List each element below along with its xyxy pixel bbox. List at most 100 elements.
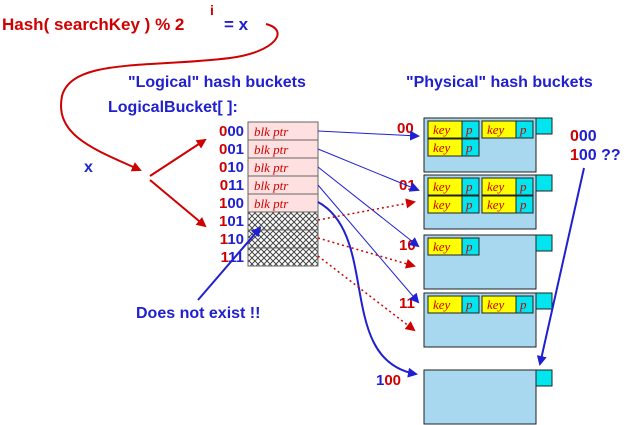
entry-ptr-text: p <box>519 122 527 137</box>
logical-row-index: 010 <box>219 159 244 176</box>
arrow-011-to-b11 <box>317 184 420 304</box>
formula-text: Hash( searchKey ) % 2 <box>2 15 184 34</box>
blk-ptr-text: blk ptr <box>254 196 289 211</box>
entry-ptr-cell <box>461 120 480 139</box>
entry-key-text: key <box>487 197 505 212</box>
bucket-overflow-tab <box>535 369 553 387</box>
logical-row-index: 011 <box>220 177 244 194</box>
logical-array-label: LogicalBucket[ ]: <box>108 99 238 116</box>
physical-bucket-list: keypkeypkeyp00keypkeypkeypkeyp01keyp10ke… <box>376 117 553 425</box>
logical-title: "Logical" hash buckets <box>128 74 306 91</box>
entry-ptr-cell <box>515 120 534 139</box>
logical-row: 101 <box>219 211 319 231</box>
formula-superscript: i <box>210 2 214 18</box>
entry-ptr-cell <box>515 177 534 196</box>
entry-ptr-cell <box>461 295 480 314</box>
physical-bucket: 100 <box>376 369 553 425</box>
entry-ptr-cell <box>515 195 534 214</box>
entry-key-text: key <box>433 197 451 212</box>
side-note-line1: 000 <box>570 128 597 145</box>
logical-row-index: 000 <box>219 123 244 140</box>
entry-key-text: key <box>433 140 451 155</box>
x-arrow-down <box>149 179 207 228</box>
bucket-overflow-tab <box>535 292 553 310</box>
physical-bucket-label: 00 <box>397 120 414 137</box>
entry-key-text: key <box>433 122 451 137</box>
logical-row: 110 <box>220 229 319 249</box>
logical-row: 000 blk ptr <box>219 121 319 141</box>
physical-bucket-label: 100 <box>376 372 401 389</box>
entry-ptr-text: p <box>465 239 473 254</box>
entry-key-text: key <box>433 297 451 312</box>
entry-ptr-text: p <box>465 140 473 155</box>
blk-ptr-text: blk ptr <box>254 142 289 157</box>
dotted-101 <box>317 198 416 221</box>
logical-bucket-table: 000 blk ptr 001 blk ptr 010 blk ptr 011 blk ptr… <box>219 121 319 267</box>
arrow-010-to-b10 <box>317 166 420 248</box>
entry-ptr-cell <box>461 195 480 214</box>
entry-ptr-text: p <box>519 297 527 312</box>
dotted-111 <box>317 255 416 332</box>
does-not-exist-arrow <box>197 226 262 301</box>
entry-ptr-text: p <box>465 179 473 194</box>
entry-key-text: key <box>487 122 505 137</box>
x-arrow-up <box>149 138 207 177</box>
logical-row: 010 blk ptr <box>219 157 319 177</box>
entry-ptr-text: p <box>519 179 527 194</box>
arrow-001-to-b01 <box>317 148 420 192</box>
bucket-overflow-tab <box>535 174 553 192</box>
entry-ptr-text: p <box>465 197 473 212</box>
logical-cell-missing <box>247 247 319 267</box>
logical-row: 100 blk ptr <box>219 193 319 213</box>
entry-key-text: key <box>433 239 451 254</box>
bucket-block <box>423 369 537 425</box>
physical-bucket: keypkeypkeypkeyp01 <box>399 174 553 230</box>
logical-row-index: 110 <box>220 231 244 248</box>
logical-row: 011 blk ptr <box>220 175 319 195</box>
physical-bucket-label: 10 <box>399 237 416 254</box>
blk-ptr-text: blk ptr <box>254 178 289 193</box>
logical-row-index: 001 <box>219 141 244 158</box>
blk-ptr-text: blk ptr <box>254 160 289 175</box>
logical-cell-missing <box>247 229 319 249</box>
physical-title: "Physical" hash buckets <box>406 74 593 91</box>
side-note-line2: 100 ?? <box>570 147 621 164</box>
entry-key-text: key <box>433 179 451 194</box>
pointer-arrows <box>317 130 420 378</box>
logical-cell-missing <box>247 211 319 231</box>
bucket-overflow-tab <box>535 117 553 135</box>
formula-curve <box>60 23 279 172</box>
logical-row-index: 100 <box>219 195 244 212</box>
dotted-110 <box>317 237 416 269</box>
logical-row: 001 blk ptr <box>219 139 319 159</box>
logical-row-index: 101 <box>219 213 244 230</box>
entry-ptr-cell <box>515 295 534 314</box>
entry-ptr-text: p <box>465 297 473 312</box>
blk-ptr-text: blk ptr <box>254 124 289 139</box>
entry-ptr-cell <box>461 138 480 157</box>
entry-ptr-cell <box>461 237 480 256</box>
side-note: 000 100 ?? <box>536 128 621 366</box>
x-label: x <box>84 159 93 176</box>
entry-ptr-cell <box>461 177 480 196</box>
physical-bucket-label: 11 <box>399 295 415 312</box>
entry-key-text: key <box>487 179 505 194</box>
arrow-000-to-b00 <box>317 130 420 141</box>
entry-key-text: key <box>487 297 505 312</box>
entry-ptr-text: p <box>519 197 527 212</box>
